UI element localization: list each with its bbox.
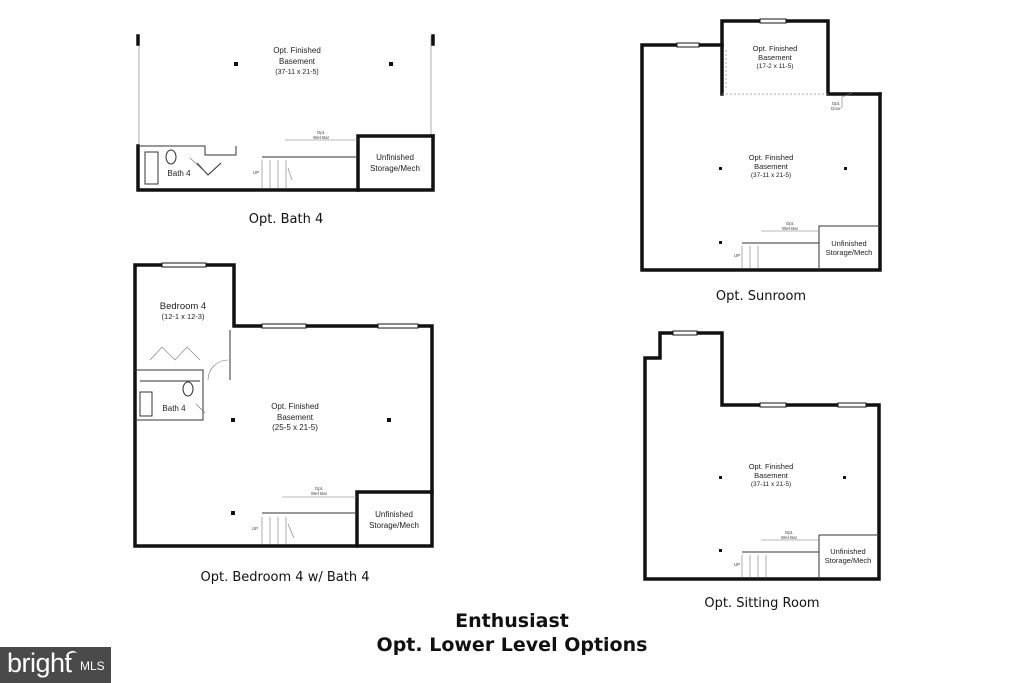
- bath4-wetbar-line1: Opt.: [317, 130, 326, 135]
- bath4-bath-label: Bath 4: [167, 169, 191, 178]
- sunroom-room-size: (17-2 x 11-5): [757, 63, 794, 70]
- sunroom-up-label: UP: [734, 253, 740, 258]
- sitting-wetbar-line1: Opt.: [785, 530, 794, 535]
- bedroom4-bath-label: Bath 4: [162, 404, 186, 413]
- bedroom4-wetbar-line2: Wet Bar: [311, 491, 328, 496]
- plan-bedroom-4: Bedroom 4 (12-1 x 12-3) Bath 4 Opt. Fini…: [133, 262, 434, 585]
- bath4-up-label: UP: [253, 170, 259, 175]
- bath4-wetbar-line2: Wet Bar: [313, 135, 330, 140]
- sunroom-door-line2: Door: [831, 106, 841, 111]
- title-line-2: Opt. Lower Level Options: [376, 634, 648, 656]
- logo-word: bright: [7, 648, 72, 678]
- sunroom-wetbar-line1: Opt.: [786, 221, 795, 226]
- bath4-basement-line1: Opt. Finished: [273, 46, 321, 55]
- sunroom-wetbar-line2: Wet Bar: [782, 226, 799, 231]
- sunroom-basement-line2: Basement: [754, 162, 789, 171]
- sitting-storage-line1: Unfinished: [830, 547, 865, 556]
- bright-mls-logo: bright MLS: [0, 647, 111, 683]
- bedroom4-basement-size: (25-5 x 21-5): [272, 423, 318, 432]
- bedroom4-basement-line2: Basement: [277, 413, 314, 422]
- caption-bath-4: Opt. Bath 4: [249, 212, 323, 227]
- bedroom4-wetbar-line1: Opt.: [315, 486, 324, 491]
- sunroom-door-line1: Opt.: [832, 101, 841, 106]
- sitting-basement-line2: Basement: [754, 471, 789, 480]
- bath4-storage-line2: Storage/Mech: [370, 164, 420, 173]
- sitting-basement-line1: Opt. Finished: [749, 462, 794, 471]
- sitting-basement-size: (37-11 x 21-5): [751, 481, 791, 488]
- title-line-1: Enthusiast: [455, 610, 569, 632]
- bath4-storage-line1: Unfinished: [376, 153, 414, 162]
- plan-sunroom: Opt. Finished Basement (17-2 x 11-5) Opt…: [640, 18, 882, 304]
- sunroom-room-line1: Opt. Finished: [753, 44, 798, 53]
- sitting-wetbar-line2: Wet Bar: [781, 535, 798, 540]
- sitting-up-label: UP: [734, 562, 740, 567]
- caption-sitting-room: Opt. Sitting Room: [704, 596, 819, 611]
- caption-bedroom-4: Opt. Bedroom 4 w/ Bath 4: [201, 570, 370, 585]
- caption-sunroom: Opt. Sunroom: [716, 289, 806, 304]
- sunroom-room-line2: Basement: [758, 53, 793, 62]
- bedroom4-size: (12-1 x 12-3): [162, 312, 205, 321]
- bath4-basement-line2: Basement: [279, 57, 316, 66]
- bedroom4-basement-line1: Opt. Finished: [271, 402, 319, 411]
- sitting-storage-line2: Storage/Mech: [825, 556, 872, 565]
- logo-suffix: MLS: [80, 659, 105, 673]
- sunroom-basement-size: (37-11 x 21-5): [751, 172, 791, 179]
- bedroom4-up-label: UP: [252, 526, 258, 531]
- bath4-basement-size: (37-11 x 21-5): [275, 69, 318, 76]
- bedroom4-storage-line2: Storage/Mech: [369, 521, 419, 530]
- bedroom4-storage-line1: Unfinished: [375, 510, 413, 519]
- sunroom-storage-line1: Unfinished: [831, 239, 866, 248]
- plan-bath-4: Opt. Finished Basement (37-11 x 21-5) Ba…: [136, 34, 435, 227]
- sunroom-basement-line1: Opt. Finished: [749, 153, 794, 162]
- sunroom-storage-line2: Storage/Mech: [826, 248, 873, 257]
- bedroom4-label: Bedroom 4: [160, 301, 206, 312]
- plan-sitting-room: Opt. Finished Basement (37-11 x 21-5) Un…: [643, 330, 881, 611]
